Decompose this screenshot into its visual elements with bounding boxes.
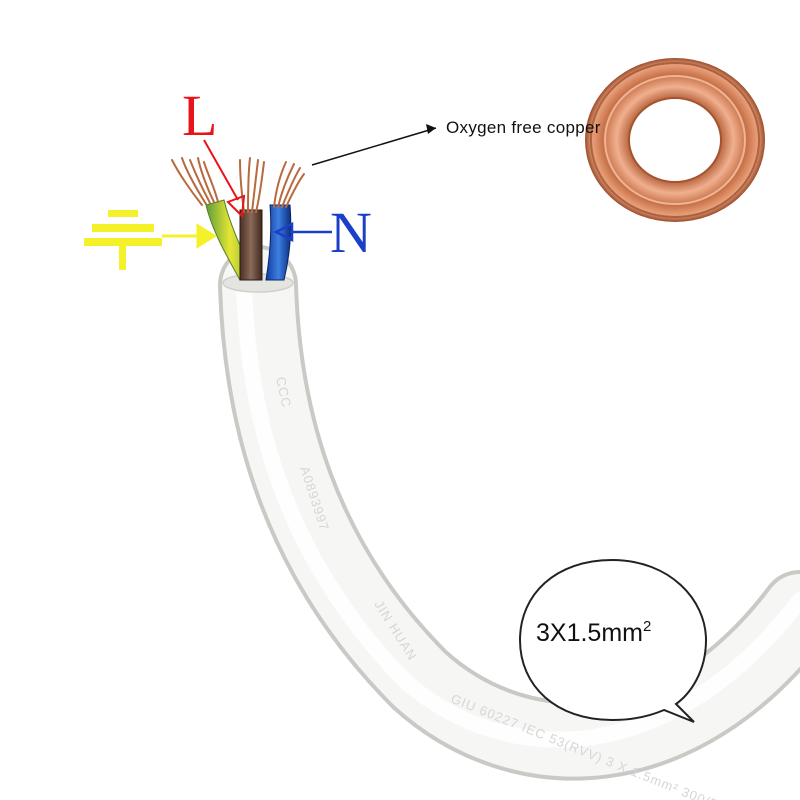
cable-sheath: [218, 245, 800, 781]
live-arrow: [203, 139, 246, 219]
earth-arrow: [162, 223, 217, 249]
neutral-label: N: [330, 200, 372, 265]
live-conductor: [239, 209, 263, 281]
print-cert: CCC: [273, 376, 294, 410]
conductors: [205, 199, 292, 281]
neutral-conductor: [265, 204, 292, 281]
live-label: L: [182, 83, 217, 148]
copper-strands: [171, 157, 305, 213]
earth-ground-icon: [84, 210, 162, 270]
spec-bubble: 3X1.5mm2: [518, 558, 708, 723]
copper-coil-image: [585, 58, 765, 222]
neutral-arrow: [273, 221, 332, 243]
neutral-annotation: N: [273, 200, 372, 265]
earth-annotation: [84, 210, 217, 270]
copper-annotation: Oxygen free copper: [311, 118, 601, 166]
spec-label: 3X1.5mm2: [536, 618, 651, 647]
spec-superscript: 2: [643, 618, 651, 635]
copper-note: Oxygen free copper: [446, 118, 601, 137]
live-annotation: L: [182, 83, 246, 219]
